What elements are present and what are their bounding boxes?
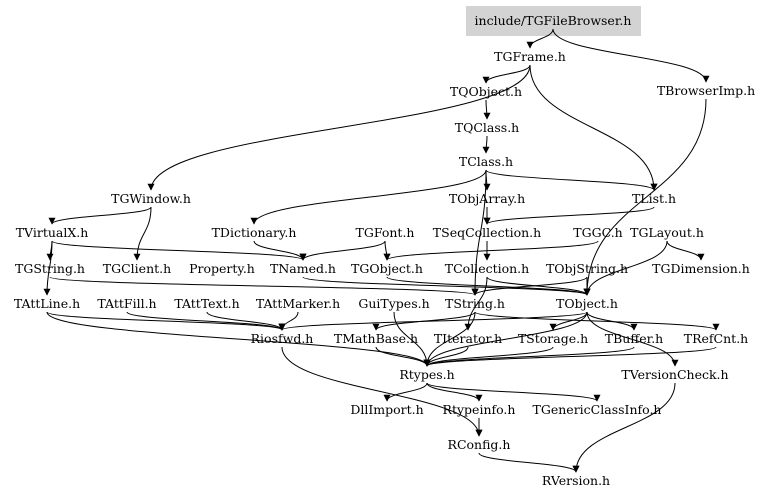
node-dllimport[interactable]: DllImport.h	[350, 402, 423, 417]
edge-tqobject-to-tqclass	[483, 99, 491, 120]
node-tcollection[interactable]: TCollection.h	[445, 261, 529, 276]
node-tgclient[interactable]: TGClient.h	[103, 261, 171, 276]
node-tnamed[interactable]: TNamed.h	[270, 261, 336, 276]
edge-tobjstring-to-tstring	[471, 276, 588, 296]
edge-tcollection-to-titerator	[464, 276, 488, 331]
node-tlist[interactable]: TList.h	[632, 191, 676, 206]
node-riosfwd[interactable]: Riosfwd.h	[251, 331, 314, 346]
edge-tclass-to-tlist	[485, 169, 658, 191]
node-tclass[interactable]: TClass.h	[459, 154, 513, 169]
edge-tstorage-to-rtypes	[423, 346, 554, 367]
edge-tattline-to-riosfwd	[46, 311, 286, 331]
node-tseqcollection[interactable]: TSeqCollection.h	[433, 225, 541, 240]
edge-tqclass-to-tclass	[482, 135, 490, 154]
node-tgenericclassinfo[interactable]: TGenericClassInfo.h	[533, 402, 662, 417]
edge-tgframe-to-tlist	[529, 64, 658, 191]
node-tgframe[interactable]: TGFrame.h	[494, 49, 566, 64]
node-root[interactable]: include/TGFileBrowser.h	[475, 13, 632, 28]
node-rtypeinfo[interactable]: Rtypeinfo.h	[443, 402, 516, 417]
edge-tversioncheck-to-rversion	[572, 382, 676, 473]
edge-tattfill-to-riosfwd	[126, 311, 286, 331]
edge-tgwindow-to-tgclient	[133, 206, 152, 261]
edge-rtypes-to-tgenericclassinfo	[426, 382, 601, 402]
node-tvirtualx[interactable]: TVirtualX.h	[16, 225, 89, 240]
edge-root-to-tbrowserimp	[552, 28, 710, 83]
edge-tnamed-to-tobject	[302, 276, 591, 296]
edge-tvirtualx-to-tattline	[43, 240, 53, 296]
node-tgobject[interactable]: TGObject.h	[351, 261, 423, 276]
node-tattmarker[interactable]: TAttMarker.h	[256, 296, 340, 311]
edge-tbrowserimp-to-tobject	[583, 98, 707, 296]
edge-tmathbase-to-rtypes	[375, 346, 431, 367]
edge-tclass-to-tdictionary	[250, 169, 487, 225]
edge-rtypes-to-rtypeinfo	[426, 382, 483, 402]
edge-tgfont-to-tnamed	[299, 240, 386, 261]
node-tmathbase[interactable]: TMathBase.h	[334, 331, 418, 346]
edge-tobject-to-riosfwd	[278, 311, 588, 331]
edge-tobject-to-tversioncheck	[586, 311, 679, 367]
edge-guitypes-to-rtypes	[393, 311, 431, 367]
node-tgfont[interactable]: TGFont.h	[356, 225, 415, 240]
edge-riosfwd-to-rconfig	[281, 346, 483, 437]
edge-tbuffer-to-rtypes	[423, 346, 635, 367]
node-tglayout[interactable]: TGLayout.h	[630, 225, 704, 240]
edge-tobject-to-rtypes	[423, 311, 588, 367]
edge-tgobject-to-tobject	[386, 276, 591, 296]
edge-tgframe-to-tgwindow	[147, 64, 531, 191]
node-rtypes[interactable]: Rtypes.h	[399, 367, 454, 382]
node-tstorage[interactable]: TStorage.h	[518, 331, 588, 346]
edge-tvirtualx-to-tnamed	[51, 240, 307, 261]
edge-tclass-to-tstring	[471, 169, 487, 296]
edge-tglayout-to-tgdimension	[666, 240, 705, 261]
edges-layer	[43, 28, 720, 473]
edge-tggc-to-tgobject	[383, 240, 599, 261]
node-tobjstring[interactable]: TObjString.h	[546, 261, 628, 276]
node-tobjarray[interactable]: TObjArray.h	[449, 191, 525, 206]
node-tggc[interactable]: TGGC.h	[573, 225, 622, 240]
node-titerator[interactable]: TIterator.h	[434, 331, 502, 346]
labels-layer: include/TGFileBrowser.hTGFrame.hTBrowser…	[14, 13, 755, 488]
edge-tstring-to-trefcnt	[474, 311, 720, 331]
edge-rconfig-to-rversion	[478, 452, 580, 473]
node-tobject[interactable]: TObject.h	[556, 296, 618, 311]
node-tbuffer[interactable]: TBuffer.h	[605, 331, 663, 346]
edge-tgstring-to-tstring	[49, 276, 479, 296]
node-tgstring[interactable]: TGString.h	[15, 261, 85, 276]
edge-tlist-to-tseqcollection	[483, 206, 655, 225]
edge-root-to-tgframe	[526, 28, 554, 49]
node-tversioncheck[interactable]: TVersionCheck.h	[621, 367, 728, 382]
node-tgwindow[interactable]: TGWindow.h	[111, 191, 191, 206]
node-tqobject[interactable]: TQObject.h	[450, 84, 522, 99]
edge-tattline-to-rtypes	[46, 311, 431, 367]
node-guitypes[interactable]: GuiTypes.h	[358, 296, 429, 311]
edge-trefcnt-to-rtypes	[423, 346, 717, 367]
edge-rtypes-to-dllimport	[383, 382, 428, 402]
node-tattfill[interactable]: TAttFill.h	[97, 296, 156, 311]
edge-tobject-to-tbuffer	[586, 311, 638, 331]
node-rconfig[interactable]: RConfig.h	[448, 437, 511, 452]
node-tstring[interactable]: TString.h	[445, 296, 505, 311]
node-tdictionary[interactable]: TDictionary.h	[212, 225, 297, 240]
node-tbrowserimp[interactable]: TBrowserImp.h	[657, 83, 755, 98]
edge-tgframe-to-tqobject	[482, 64, 531, 84]
edge-tobject-to-tstorage	[549, 311, 588, 331]
edge-tgfont-to-tgobject	[383, 240, 391, 261]
edge-tgwindow-to-tvirtualx	[48, 206, 152, 225]
node-tatttext[interactable]: TAttText.h	[174, 296, 239, 311]
node-tgdimension[interactable]: TGDimension.h	[652, 261, 750, 276]
node-property[interactable]: Property.h	[189, 261, 255, 276]
edge-tglayout-to-tobject	[583, 240, 668, 296]
node-rversion[interactable]: RVersion.h	[542, 473, 610, 488]
node-tattline[interactable]: TAttLine.h	[14, 296, 80, 311]
node-trefcnt[interactable]: TRefCnt.h	[684, 331, 748, 346]
node-tqclass[interactable]: TQClass.h	[455, 120, 519, 135]
